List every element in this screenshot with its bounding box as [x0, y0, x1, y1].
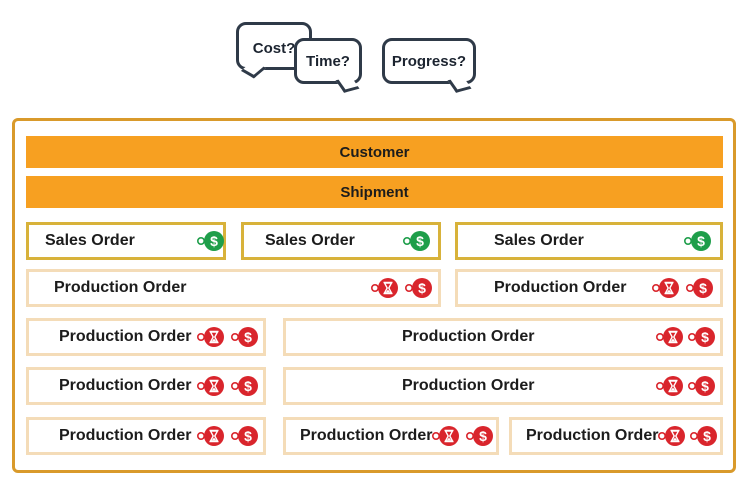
svg-text:$: $	[416, 233, 424, 249]
cost-label: Cost?	[252, 39, 296, 57]
progress-label: Progress?	[391, 52, 467, 70]
production-order-box: Production Order $	[283, 417, 499, 455]
svg-text:$: $	[701, 329, 709, 345]
dollar-icon: $	[686, 374, 716, 398]
dollar-icon: $	[229, 424, 259, 448]
production-order-label: Production Order	[494, 279, 627, 296]
production-order-label: Production Order	[59, 427, 192, 444]
production-order-label: Production Order	[402, 377, 535, 394]
dollar-icon: $	[464, 424, 494, 448]
dollar-icon: $	[403, 276, 433, 300]
svg-text:$: $	[244, 428, 252, 444]
hourglass-icon	[650, 276, 680, 300]
production-order-label: Production Order	[402, 328, 535, 345]
sales-order-box: Sales Order $	[455, 222, 723, 260]
production-order-label: Production Order	[59, 377, 192, 394]
svg-text:$: $	[418, 280, 426, 296]
svg-text:$: $	[697, 233, 705, 249]
production-order-label: Production Order	[300, 427, 433, 444]
production-order-box: Production Order $	[26, 367, 266, 405]
svg-text:$: $	[244, 329, 252, 345]
order-frame	[12, 118, 736, 473]
time-label: Time?	[306, 52, 350, 70]
production-order-box: Production Order $	[26, 417, 266, 455]
sales-order-label: Sales Order	[265, 232, 355, 249]
dollar-icon: $	[229, 325, 259, 349]
hourglass-icon	[656, 424, 686, 448]
hourglass-icon	[654, 374, 684, 398]
svg-text:$: $	[699, 280, 707, 296]
production-order-box: Production Order $	[26, 269, 441, 307]
sales-order-box: Sales Order $	[241, 222, 441, 260]
production-order-box: Production Order $	[283, 318, 723, 356]
dollar-icon: $	[682, 229, 712, 253]
dollar-icon: $	[684, 276, 714, 300]
production-order-box: Production Order $	[509, 417, 723, 455]
shipment-label: Shipment	[340, 183, 409, 201]
hourglass-icon	[430, 424, 460, 448]
hourglass-icon	[195, 374, 225, 398]
hourglass-icon	[195, 325, 225, 349]
customer-label: Customer	[339, 143, 410, 161]
production-order-box: Production Order $	[283, 367, 723, 405]
sales-order-label: Sales Order	[45, 232, 135, 249]
production-order-box: Production Order $	[455, 269, 723, 307]
sales-order-box: Sales Order $	[26, 222, 226, 260]
production-order-label: Production Order	[526, 427, 659, 444]
production-order-label: Production Order	[59, 328, 192, 345]
hourglass-icon	[654, 325, 684, 349]
hourglass-icon	[195, 424, 225, 448]
svg-text:$: $	[701, 378, 709, 394]
svg-text:$: $	[703, 428, 711, 444]
customer-bar: Customer	[26, 136, 723, 168]
svg-text:$: $	[210, 233, 218, 249]
hourglass-icon	[369, 276, 399, 300]
production-order-label: Production Order	[54, 279, 187, 296]
sales-order-label: Sales Order	[494, 232, 584, 249]
dollar-icon: $	[686, 325, 716, 349]
svg-text:$: $	[479, 428, 487, 444]
dollar-icon: $	[195, 229, 225, 253]
svg-text:$: $	[244, 378, 252, 394]
dollar-icon: $	[229, 374, 259, 398]
dollar-icon: $	[401, 229, 431, 253]
dollar-icon: $	[688, 424, 718, 448]
shipment-bar: Shipment	[26, 176, 723, 208]
production-order-box: Production Order $	[26, 318, 266, 356]
